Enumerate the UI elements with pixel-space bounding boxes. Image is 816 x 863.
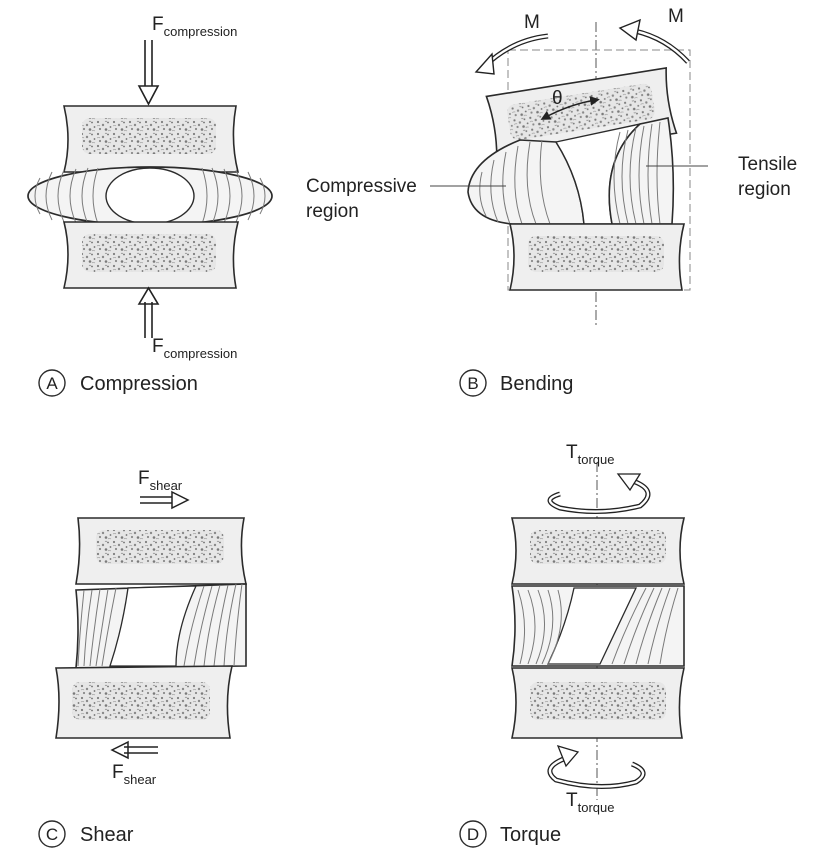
compression-arrow-bottom [139, 288, 158, 338]
tensile-region-label-line1: Tensile [738, 154, 797, 175]
panel-c-caption: Shear [80, 824, 134, 846]
panel-a-letter: A [46, 374, 58, 393]
compressive-region-label-line2: region [306, 201, 359, 222]
cancellous-bone-upper-shear [96, 530, 224, 564]
panel-bending: M M θ [306, 6, 797, 396]
moment-arrow-right-shaft [630, 30, 688, 62]
panel-a-caption: Compression [80, 373, 198, 395]
cancellous-bone-lower-torque [530, 682, 666, 720]
compression-force-top-label: Fcompression [152, 14, 237, 39]
moment-arrow-left-head [476, 54, 494, 74]
moment-right-label: M [668, 6, 684, 27]
shear-arrow-bottom [112, 742, 158, 758]
shear-force-top-label: Fshear [138, 468, 183, 493]
bending-angle-label: θ [552, 88, 563, 109]
torque-arrow-top [550, 474, 648, 512]
cancellous-bone-lower-bending [528, 236, 664, 272]
panel-d-caption: Torque [500, 824, 561, 846]
panel-c-letter: C [46, 825, 58, 844]
panel-b-letter: B [467, 374, 478, 393]
moment-left-label: M [524, 12, 540, 33]
torque-bottom-label: Ttorque [566, 790, 614, 815]
panel-compression: Fcompression [28, 14, 272, 396]
shear-arrow-top [140, 492, 188, 508]
shear-force-bottom-label: Fshear [112, 762, 157, 787]
cancellous-bone-upper-torque [530, 530, 666, 564]
cancellous-bone-lower-shear [72, 682, 210, 720]
panel-shear: Fshear [39, 468, 246, 847]
moment-arrow-left-shaft [485, 36, 548, 66]
panel-torque: Ttorque [460, 442, 684, 847]
tensile-region-label-line2: region [738, 179, 791, 200]
disc-shear [76, 584, 246, 668]
cancellous-bone-upper-compression [82, 118, 216, 154]
disc-compression [28, 167, 272, 225]
disc-torque [512, 586, 684, 666]
compression-arrow-top [139, 40, 158, 104]
panel-b-caption: Bending [500, 373, 573, 395]
torque-top-label: Ttorque [566, 442, 614, 467]
panel-d-letter: D [467, 825, 479, 844]
moment-arrow-right-head [620, 20, 640, 40]
compressive-region-label-line1: Compressive [306, 176, 417, 197]
compression-force-bottom-label: Fcompression [152, 336, 237, 361]
cancellous-bone-lower-compression [82, 234, 216, 272]
